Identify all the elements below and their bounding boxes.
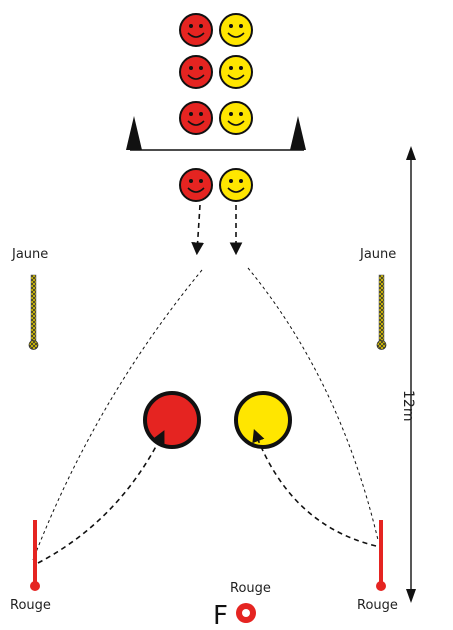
poles: [30, 520, 386, 591]
smiley-face-icon: [179, 168, 213, 202]
path-line-right: [247, 267, 379, 541]
return-arrow-right: [252, 429, 377, 547]
hoop-target-icon: [143, 391, 201, 449]
label-rouge-left: Rouge: [10, 598, 51, 613]
players-queue: [179, 13, 253, 135]
cone-icon: [290, 116, 306, 150]
label-start-marker: F: [213, 601, 228, 630]
start-line: [126, 116, 306, 151]
start-marker: [236, 603, 256, 623]
rope-marker-icon: [28, 274, 39, 350]
label-jaune-right: Jaune: [360, 247, 397, 262]
path-lines: [32, 267, 379, 561]
label-rouge-right: Rouge: [357, 598, 398, 613]
smiley-face-icon: [219, 101, 253, 135]
smiley-face-icon: [179, 13, 213, 47]
smiley-face-icon: [179, 55, 213, 89]
return-arrows: [37, 429, 377, 564]
active-players: [179, 168, 253, 202]
run-arrows: [191, 204, 243, 256]
targets: [143, 391, 292, 449]
smiley-face-icon: [179, 101, 213, 135]
smiley-face-icon: [219, 13, 253, 47]
rope-markers: [28, 274, 387, 350]
cone-icon: [126, 116, 142, 150]
distance-arrow: [406, 146, 416, 603]
label-jaune-left: Jaune: [12, 247, 49, 262]
smiley-face-icon: [219, 55, 253, 89]
label-rouge-middle: Rouge: [230, 581, 271, 596]
smiley-face-icon: [219, 168, 253, 202]
pole-icon: [30, 520, 40, 591]
label-distance: 12m: [400, 390, 416, 422]
run-arrow-red: [191, 204, 204, 256]
path-line-left: [32, 269, 203, 561]
pole-icon: [376, 520, 386, 591]
rope-marker-icon: [376, 274, 387, 350]
return-arrow-left: [37, 430, 165, 564]
hoop-target-icon: [234, 391, 292, 449]
